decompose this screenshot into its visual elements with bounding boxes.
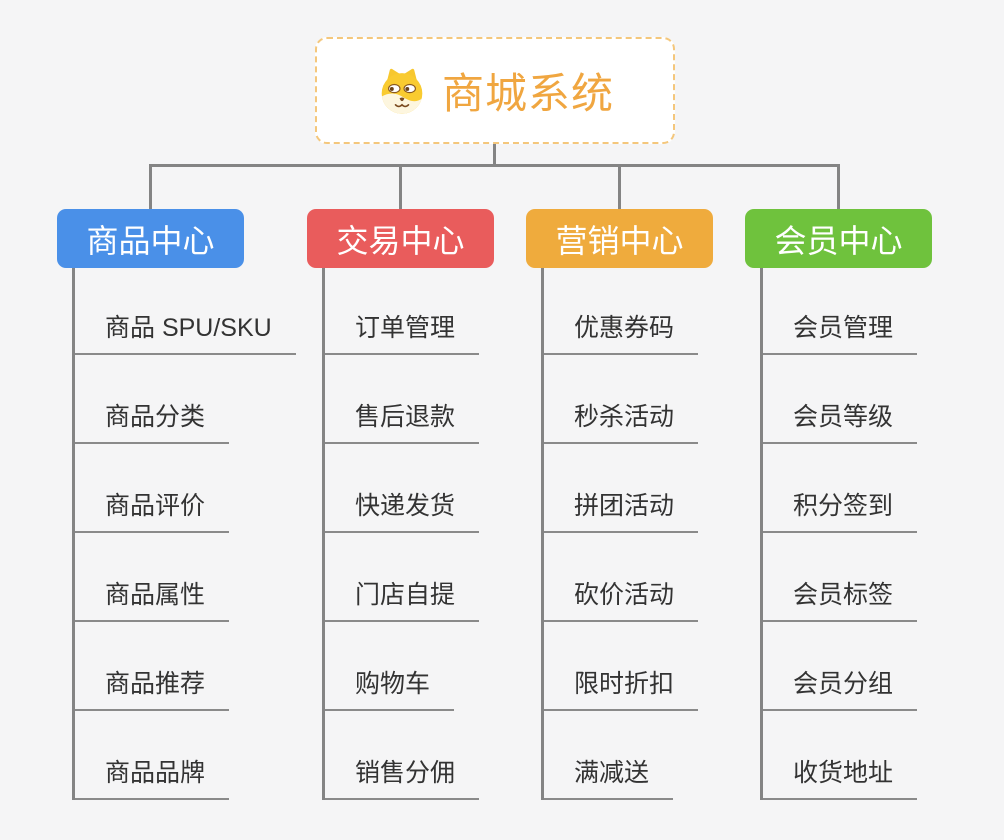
connector-horizontal bbox=[149, 164, 840, 167]
topic-label[interactable]: 订单管理 bbox=[322, 308, 480, 355]
connector-drop-marketing bbox=[618, 164, 621, 210]
dog-face-icon bbox=[376, 65, 428, 117]
topic-label[interactable]: 会员管理 bbox=[760, 308, 918, 355]
topic-item: 拼团活动 bbox=[541, 444, 699, 533]
topic-item: 购物车 bbox=[322, 622, 479, 711]
branch-column-marketing-center: 优惠券码 秒杀活动 拼团活动 砍价活动 限时折扣 满减送 bbox=[541, 266, 699, 800]
topic-label[interactable]: 积分签到 bbox=[760, 486, 918, 533]
topic-item: 限时折扣 bbox=[541, 622, 699, 711]
topic-item: 销售分佣 bbox=[322, 711, 480, 800]
branch-label: 营销中心 bbox=[555, 222, 684, 259]
topic-label[interactable]: 会员等级 bbox=[760, 397, 918, 444]
topic-item: 会员分组 bbox=[760, 622, 918, 711]
connector-drop-member bbox=[837, 164, 840, 210]
root-node[interactable]: 商城系统 bbox=[315, 37, 675, 144]
topic-item: 快递发货 bbox=[322, 444, 480, 533]
topic-label[interactable]: 优惠券码 bbox=[541, 308, 699, 355]
root-label: 商城系统 bbox=[441, 70, 614, 117]
topic-item: 积分签到 bbox=[760, 444, 918, 533]
topic-item: 商品 SPU/SKU bbox=[72, 266, 296, 355]
topic-item: 商品品牌 bbox=[72, 711, 296, 800]
topic-item: 商品推荐 bbox=[72, 622, 296, 711]
topic-item: 商品分类 bbox=[72, 355, 296, 444]
branch-column-product-center: 商品 SPU/SKU 商品分类 商品评价 商品属性 商品推荐 商品品牌 bbox=[72, 266, 296, 800]
topic-label[interactable]: 门店自提 bbox=[322, 575, 480, 622]
branch-node-marketing-center[interactable]: 营销中心 bbox=[526, 209, 713, 268]
topic-label[interactable]: 商品评价 bbox=[72, 486, 230, 533]
connector-drop-trade bbox=[399, 164, 402, 210]
topic-label[interactable]: 限时折扣 bbox=[541, 664, 699, 711]
topic-item: 会员标签 bbox=[760, 533, 918, 622]
topic-label[interactable]: 商品 SPU/SKU bbox=[72, 308, 296, 355]
topic-label[interactable]: 快递发货 bbox=[322, 486, 480, 533]
topic-label[interactable]: 商品属性 bbox=[72, 575, 230, 622]
topic-item: 会员管理 bbox=[760, 266, 918, 355]
topic-item: 商品属性 bbox=[72, 533, 296, 622]
topic-label[interactable]: 满减送 bbox=[541, 753, 674, 800]
topic-label[interactable]: 会员分组 bbox=[760, 664, 918, 711]
topic-item: 收货地址 bbox=[760, 711, 918, 800]
topic-label[interactable]: 秒杀活动 bbox=[541, 397, 699, 444]
branch-label: 商品中心 bbox=[86, 222, 215, 259]
topic-label[interactable]: 收货地址 bbox=[760, 753, 918, 800]
connector-root-stem bbox=[493, 144, 496, 165]
topic-item: 订单管理 bbox=[322, 266, 480, 355]
topic-item: 砍价活动 bbox=[541, 533, 699, 622]
connector-drop-product bbox=[149, 164, 152, 210]
topic-label[interactable]: 售后退款 bbox=[322, 397, 480, 444]
topic-label[interactable]: 会员标签 bbox=[760, 575, 918, 622]
branch-label: 交易中心 bbox=[336, 222, 465, 259]
topic-item: 门店自提 bbox=[322, 533, 480, 622]
topic-label[interactable]: 砍价活动 bbox=[541, 575, 699, 622]
branch-node-product-center[interactable]: 商品中心 bbox=[57, 209, 244, 268]
topic-item: 会员等级 bbox=[760, 355, 918, 444]
topic-item: 满减送 bbox=[541, 711, 698, 800]
topic-item: 秒杀活动 bbox=[541, 355, 699, 444]
branch-node-trade-center[interactable]: 交易中心 bbox=[307, 209, 494, 268]
branch-node-member-center[interactable]: 会员中心 bbox=[745, 209, 932, 268]
topic-label[interactable]: 拼团活动 bbox=[541, 486, 699, 533]
topic-label[interactable]: 销售分佣 bbox=[322, 753, 480, 800]
topic-label[interactable]: 购物车 bbox=[322, 664, 455, 711]
branch-column-member-center: 会员管理 会员等级 积分签到 会员标签 会员分组 收货地址 bbox=[760, 266, 918, 800]
topic-label[interactable]: 商品品牌 bbox=[72, 753, 230, 800]
topic-item: 售后退款 bbox=[322, 355, 480, 444]
topic-label[interactable]: 商品推荐 bbox=[72, 664, 230, 711]
topic-item: 商品评价 bbox=[72, 444, 296, 533]
branch-column-trade-center: 订单管理 售后退款 快递发货 门店自提 购物车 销售分佣 bbox=[322, 266, 480, 800]
topic-item: 优惠券码 bbox=[541, 266, 699, 355]
topic-label[interactable]: 商品分类 bbox=[72, 397, 230, 444]
branch-label: 会员中心 bbox=[774, 222, 903, 259]
